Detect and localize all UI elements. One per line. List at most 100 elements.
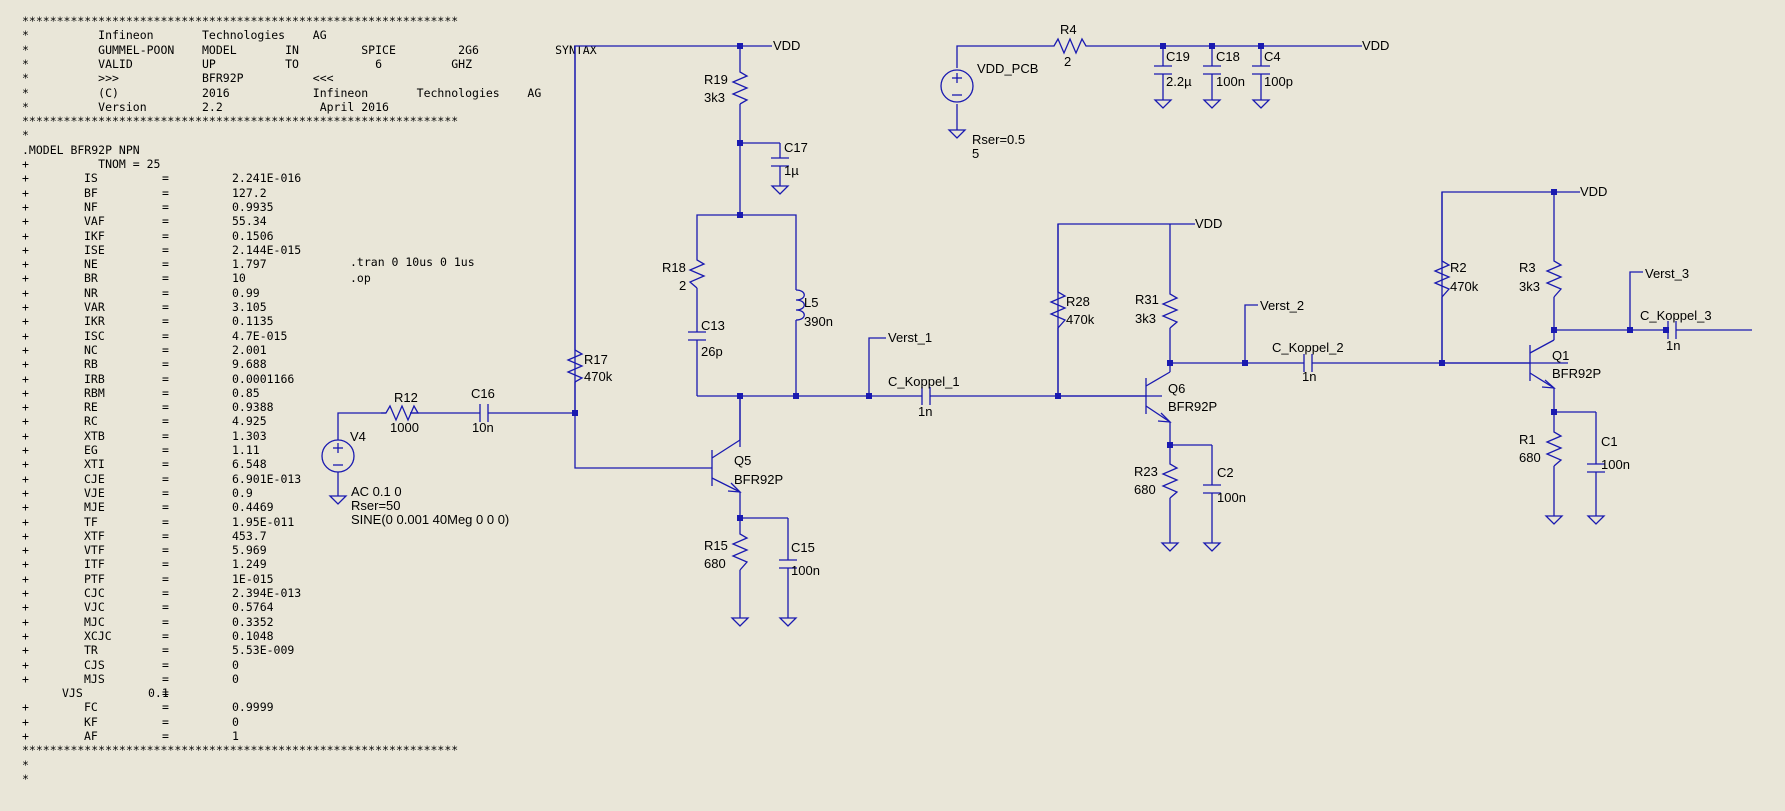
voltage-source-vdd-pcb[interactable] bbox=[940, 69, 974, 103]
capacitor-c17[interactable] bbox=[771, 157, 789, 167]
model-param-row: +XCJC=0.1048 bbox=[22, 628, 274, 643]
model-param-row: +ITF=1.249 bbox=[22, 557, 267, 572]
label-c13-value: 26p bbox=[701, 344, 723, 359]
resistor-r28[interactable] bbox=[1049, 288, 1067, 329]
model-param-name: NR bbox=[84, 285, 98, 300]
label-c16: C16 bbox=[471, 386, 495, 401]
model-param-value: 0.3352 bbox=[232, 614, 274, 629]
model-param-row: +NE=1.797 bbox=[22, 257, 267, 272]
model-header-line: * Infineon Technologies AG bbox=[22, 28, 327, 43]
label-c2-value: 100n bbox=[1217, 490, 1246, 505]
label-c-koppel-3: C_Koppel_3 bbox=[1640, 308, 1712, 323]
capacitor-c1[interactable] bbox=[1587, 463, 1605, 473]
label-r19: R19 bbox=[704, 72, 728, 87]
label-r15-value: 680 bbox=[704, 556, 726, 571]
label-r28-value: 470k bbox=[1066, 312, 1095, 327]
model-param-row: +NR=0.99 bbox=[22, 285, 260, 300]
resistor-r12[interactable] bbox=[381, 404, 420, 422]
capacitor-c13[interactable] bbox=[688, 331, 706, 341]
label-c16-value: 10n bbox=[472, 420, 494, 435]
wires bbox=[337, 45, 1752, 612]
resistor-r18[interactable] bbox=[688, 256, 706, 289]
label-r12-value: 1000 bbox=[390, 420, 419, 435]
model-param-value: 0.9 bbox=[232, 485, 253, 500]
label-r3: R3 bbox=[1519, 260, 1536, 275]
model-param-row: +TR=5.53E-009 bbox=[22, 643, 295, 658]
model-param-value: 2.241E-016 bbox=[232, 171, 302, 186]
ground-symbol bbox=[779, 611, 797, 627]
label-c15: C15 bbox=[791, 540, 815, 555]
model-param-row: +CJC=2.394E-013 bbox=[22, 586, 302, 600]
model-param-row: +KF=0 bbox=[22, 714, 239, 729]
net-label-vdd: VDD bbox=[1195, 216, 1222, 231]
ground-symbol bbox=[1203, 536, 1221, 552]
net-label-vdd: VDD bbox=[1580, 184, 1607, 199]
capacitor-c15[interactable] bbox=[779, 559, 797, 569]
model-header-line: ****************************************… bbox=[22, 114, 459, 129]
resistor-r4[interactable] bbox=[1050, 37, 1088, 55]
resistor-r3[interactable] bbox=[1545, 257, 1563, 298]
model-param-value: 0 bbox=[232, 714, 239, 729]
label-q6: Q6 bbox=[1168, 381, 1185, 396]
resistor-r31[interactable] bbox=[1161, 290, 1179, 329]
model-param-row: +XTI=6.548 bbox=[22, 457, 267, 472]
transistor-q1[interactable] bbox=[1529, 339, 1556, 389]
label-r4-value: 2 bbox=[1064, 54, 1071, 69]
label-c18: C18 bbox=[1216, 49, 1240, 64]
model-param-row: +VAR=3.105 bbox=[22, 300, 267, 314]
transistor-q6[interactable] bbox=[1145, 371, 1172, 423]
label-r17-value: 470k bbox=[584, 369, 613, 384]
inductor-l5[interactable] bbox=[795, 289, 805, 321]
label-c13: C13 bbox=[701, 318, 725, 333]
model-param-value: 0.99 bbox=[232, 285, 260, 300]
model-param-value: 1E-015 bbox=[232, 571, 274, 586]
model-param-row: +IKF=0.1506 bbox=[22, 228, 274, 243]
model-param-name: XTI bbox=[84, 457, 105, 472]
model-param-value: 0.1506 bbox=[232, 228, 274, 243]
label-q5-model: BFR92P bbox=[734, 472, 783, 487]
model-param-value: 1.11 bbox=[232, 443, 260, 457]
model-declaration: .MODEL BFR92P NPN bbox=[22, 142, 140, 157]
model-param-value: 0 bbox=[232, 671, 239, 686]
model-footer-line: * bbox=[22, 771, 29, 786]
resistor-r17[interactable] bbox=[566, 346, 584, 383]
model-param-value: 55.34 bbox=[232, 214, 267, 229]
capacitor-c-koppel-3[interactable] bbox=[1667, 321, 1677, 339]
resistor-r19[interactable] bbox=[731, 68, 749, 105]
model-header-line: * VALID UP TO 6 GHZ bbox=[22, 56, 473, 71]
resistor-r23[interactable] bbox=[1161, 460, 1179, 499]
model-param-name: PTF bbox=[84, 571, 105, 586]
label-c1: C1 bbox=[1601, 434, 1618, 449]
capacitor-c-koppel-2[interactable] bbox=[1303, 354, 1313, 372]
voltage-source-v4[interactable] bbox=[321, 439, 355, 473]
label-q6-model: BFR92P bbox=[1168, 399, 1217, 414]
capacitor-c-koppel-1[interactable] bbox=[921, 387, 931, 405]
label-c15-value: 100n bbox=[791, 563, 820, 578]
model-param-row: +VJC=0.5764 bbox=[22, 600, 274, 615]
model-param-value: 4.925 bbox=[232, 414, 267, 429]
ground-symbol bbox=[1545, 509, 1563, 525]
label-l5: L5 bbox=[804, 295, 818, 310]
capacitor-c2[interactable] bbox=[1203, 484, 1221, 494]
label-q1-model: BFR92P bbox=[1552, 366, 1601, 381]
model-param-row: +NF=0.9935 bbox=[22, 199, 274, 214]
transistor-q5[interactable] bbox=[711, 396, 742, 493]
model-param-row: +EG=1.11 bbox=[22, 443, 260, 457]
model-param-name: KF bbox=[84, 714, 98, 729]
model-param-row: +CJS=0 bbox=[22, 657, 239, 672]
net-label-vdd: VDD bbox=[1362, 38, 1389, 53]
model-param-row: +BR=10 bbox=[22, 271, 246, 286]
model-param-row: +IRB=0.0001166 bbox=[22, 371, 295, 386]
label-c4-value: 100p bbox=[1264, 74, 1293, 89]
capacitor-c4[interactable] bbox=[1252, 65, 1270, 75]
model-param-value: 0.1048 bbox=[232, 628, 274, 643]
model-param-name: ISC bbox=[84, 328, 105, 343]
capacitor-c18[interactable] bbox=[1203, 65, 1221, 75]
label-c-koppel-2-value: 1n bbox=[1302, 369, 1316, 384]
resistor-r1[interactable] bbox=[1545, 428, 1563, 467]
resistor-r15[interactable] bbox=[731, 530, 749, 571]
capacitor-c19[interactable] bbox=[1154, 65, 1172, 75]
capacitor-c16[interactable] bbox=[479, 404, 489, 422]
resistor-r2[interactable] bbox=[1433, 257, 1451, 298]
